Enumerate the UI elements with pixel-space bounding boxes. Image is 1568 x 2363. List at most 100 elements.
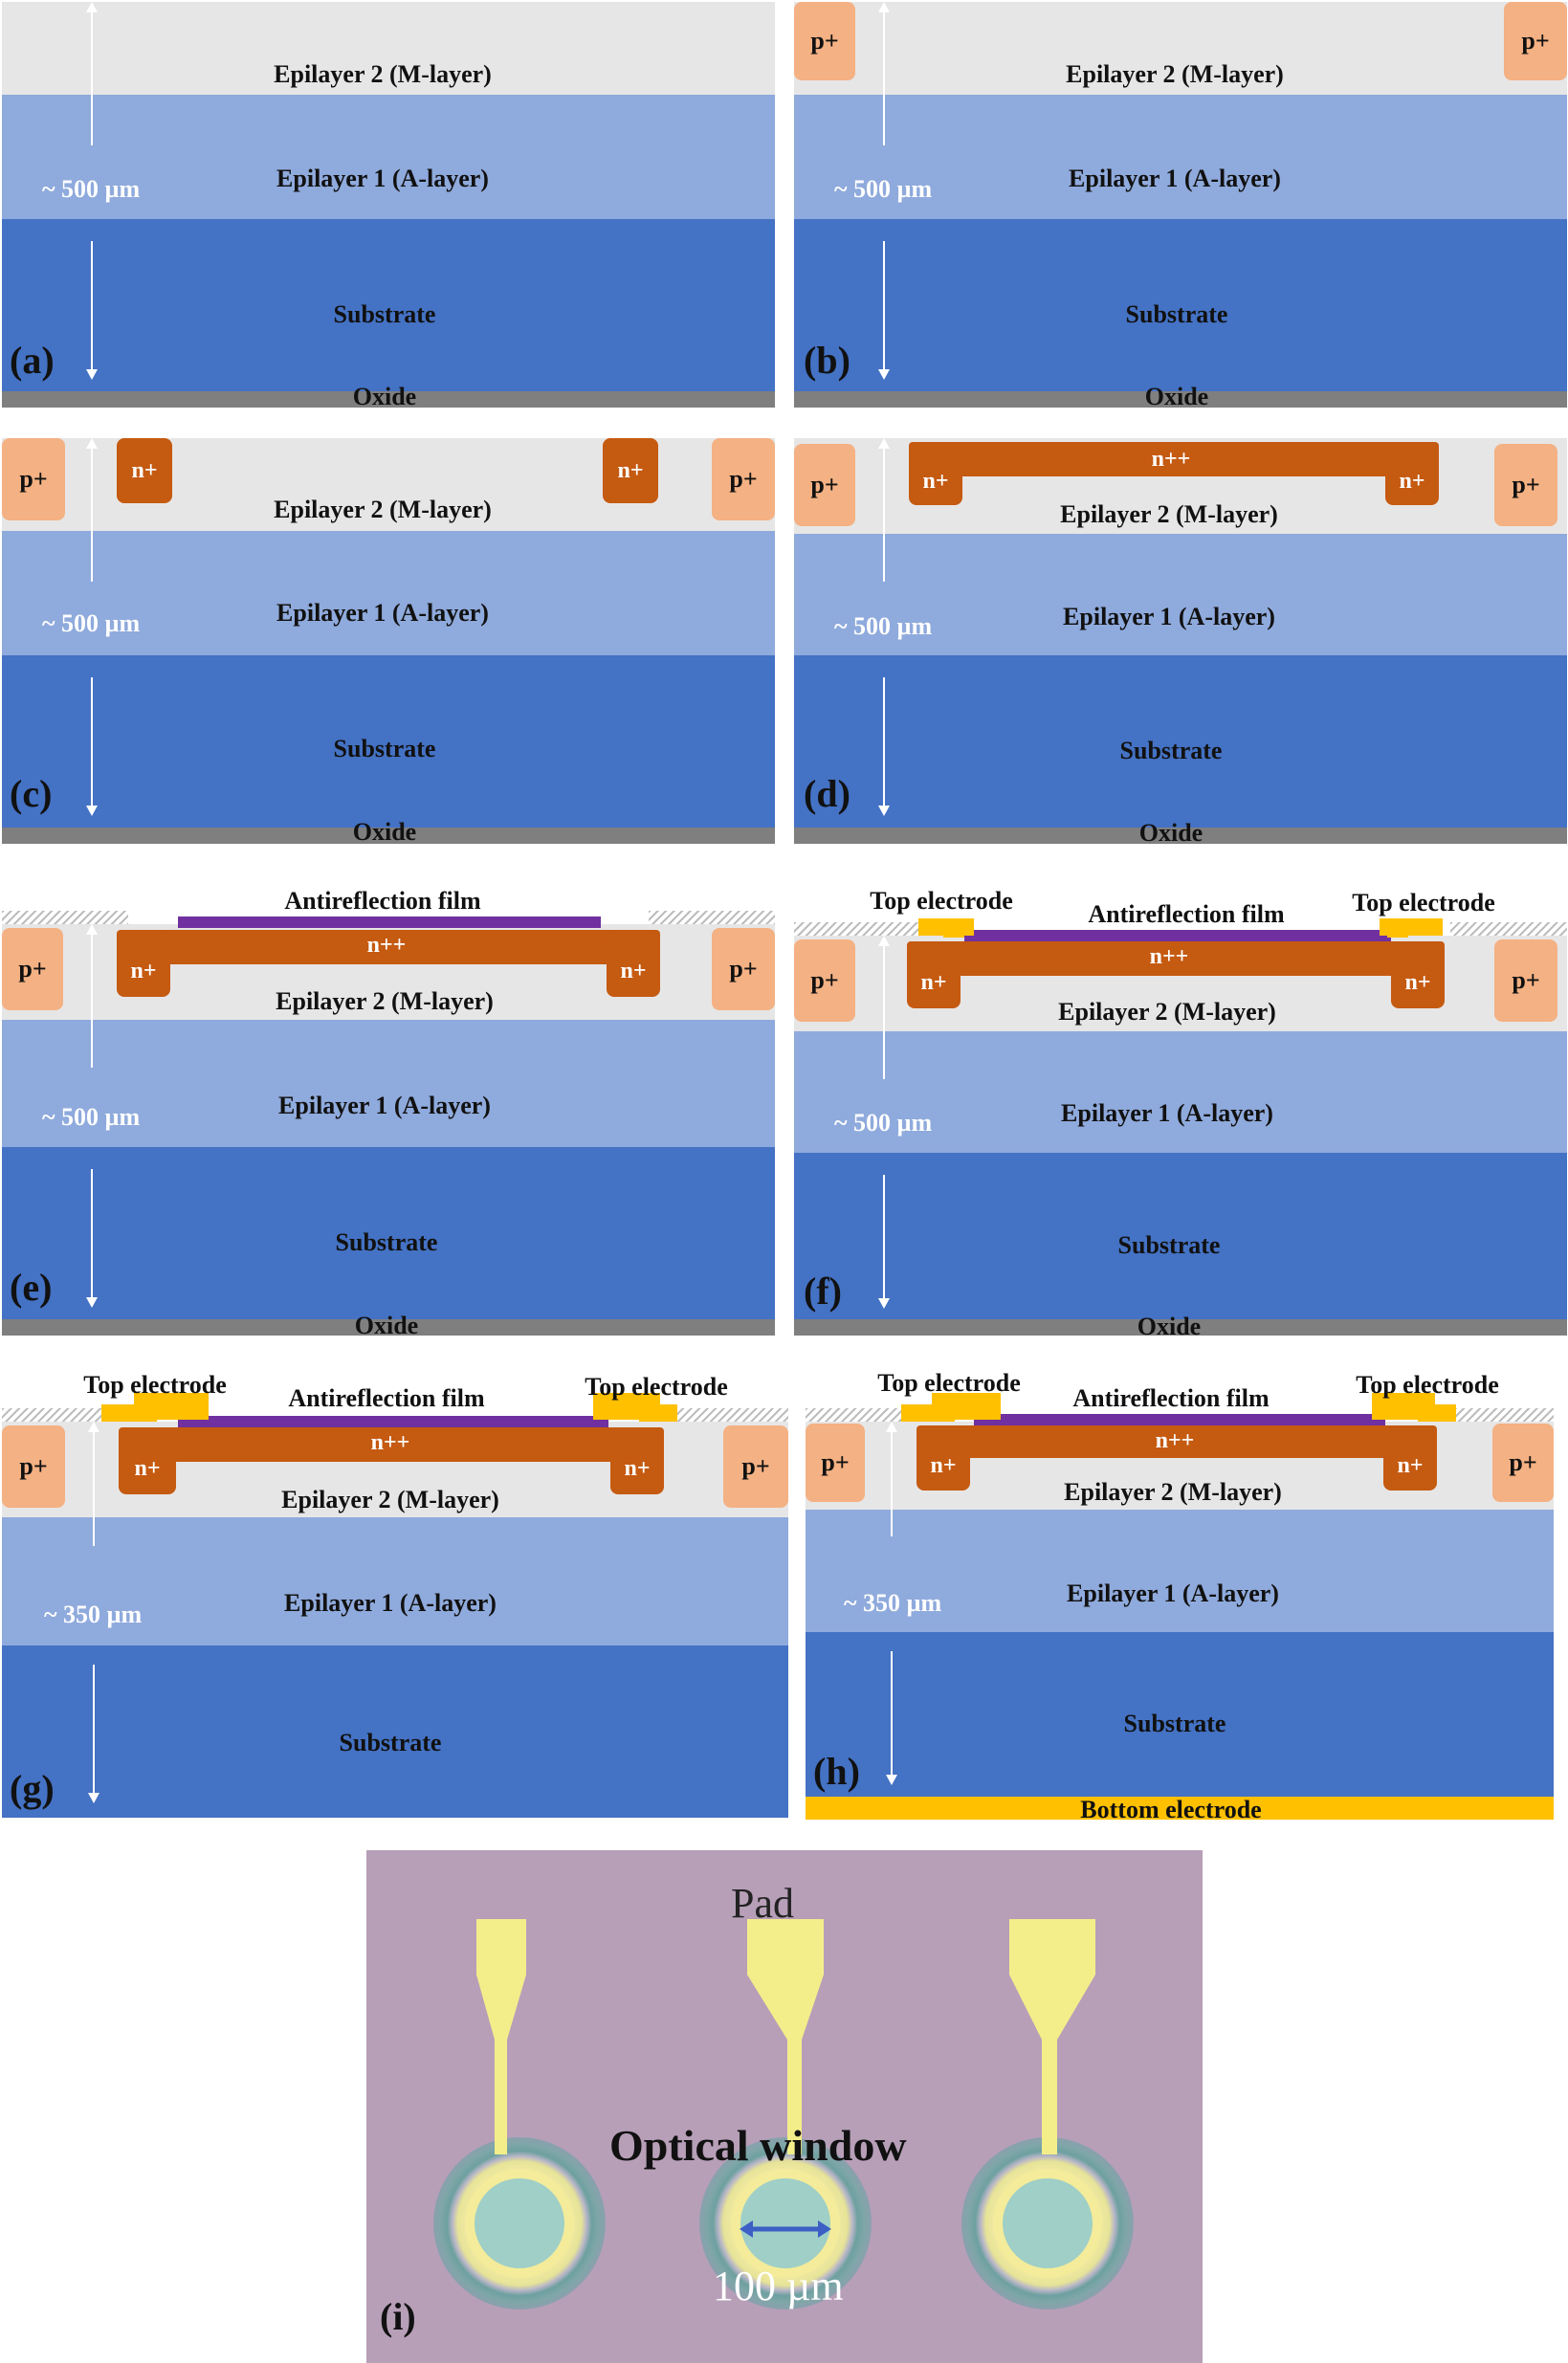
hatch-right bbox=[666, 1408, 788, 1422]
hatch-left bbox=[2, 911, 128, 924]
thickness-arrow-up bbox=[88, 1422, 99, 1546]
top-electrode-left-stem bbox=[932, 1393, 1001, 1420]
thickness-arrow-up bbox=[878, 936, 890, 1079]
thickness-arrow-up bbox=[86, 924, 98, 1068]
n-plus-plus-region bbox=[907, 941, 1445, 976]
antireflection-film bbox=[178, 1416, 608, 1427]
oxide-label: Oxide bbox=[1137, 1313, 1202, 1336]
n-plus-region-left: n+ bbox=[907, 941, 961, 1008]
thickness-arrow-down bbox=[86, 677, 98, 816]
n-plus-region-left: n+ bbox=[909, 442, 962, 505]
n-plus-plus-label: n++ bbox=[366, 933, 407, 958]
thickness-arrow-up bbox=[886, 1422, 897, 1536]
thickness-label: ~ 350 µm bbox=[44, 1601, 143, 1628]
bottom-electrode-layer bbox=[806, 1797, 1554, 1820]
epilayer1-label: Epilayer 1 (A-layer) bbox=[1069, 165, 1281, 192]
n-plus-plus-region bbox=[117, 930, 660, 964]
epilayer2-label: Epilayer 2 (M-layer) bbox=[1066, 60, 1284, 88]
panel-letter: (e) bbox=[10, 1266, 53, 1309]
panel-letter: (d) bbox=[804, 772, 850, 815]
antireflection-label: Antireflection film bbox=[1088, 900, 1285, 928]
antireflection-film bbox=[964, 930, 1391, 941]
panel-a: Epilayer 2 (M-layer) Epilayer 1 (A-layer… bbox=[2, 2, 775, 408]
epilayer1-layer bbox=[2, 531, 775, 655]
micrograph-panel: Pad Optical window 100 µm (i) bbox=[366, 1850, 1203, 2363]
thickness-arrow-up bbox=[878, 2, 890, 145]
thickness-arrow-down bbox=[878, 241, 890, 380]
hatch-left bbox=[806, 1408, 901, 1422]
device-center bbox=[699, 1919, 872, 2309]
thickness-arrow-down bbox=[886, 1651, 897, 1785]
oxide-label: Oxide bbox=[352, 818, 417, 845]
antireflection-label: Antireflection film bbox=[1072, 1384, 1270, 1412]
epilayer2-label: Epilayer 2 (M-layer) bbox=[1058, 998, 1276, 1026]
n-plus-region-right: n+ bbox=[1391, 941, 1445, 1008]
panel-letter: (c) bbox=[10, 772, 53, 815]
epilayer1-layer bbox=[2, 1020, 775, 1147]
hatch-left bbox=[2, 1408, 101, 1422]
epilayer1-label: Epilayer 1 (A-layer) bbox=[284, 1589, 497, 1617]
substrate-layer bbox=[2, 1645, 788, 1818]
oxide-label: Oxide bbox=[1138, 819, 1204, 845]
p-plus-region-right: p+ bbox=[1504, 2, 1567, 80]
hatch-left bbox=[794, 922, 918, 936]
top-electrode-label-right: Top electrode bbox=[585, 1373, 728, 1401]
oxide-label: Oxide bbox=[352, 383, 417, 409]
n-plus-plus-region bbox=[119, 1427, 664, 1462]
thickness-arrow-up bbox=[86, 2, 98, 145]
oxide-label: Oxide bbox=[1144, 383, 1209, 409]
epilayer2-label: Epilayer 2 (M-layer) bbox=[274, 60, 492, 88]
panel-letter: (f) bbox=[804, 1270, 842, 1313]
hatch-right bbox=[1447, 1408, 1554, 1422]
top-electrode-label-left: Top electrode bbox=[83, 1371, 227, 1399]
antireflection-film bbox=[974, 1414, 1385, 1425]
panel-d: p+ p+ n++ n+ n+ Epilayer 2 (M-layer) Epi… bbox=[794, 438, 1567, 844]
scale-arrow bbox=[740, 2220, 831, 2238]
n-plus-plus-region bbox=[909, 442, 1439, 476]
p-plus-region-right: p+ bbox=[1494, 939, 1557, 1022]
thickness-label: ~ 500 µm bbox=[42, 1103, 141, 1131]
thickness-label: ~ 500 µm bbox=[42, 609, 141, 637]
panel-g: Top electrode Top electrode Antireflecti… bbox=[2, 1366, 788, 1818]
oxide-layer bbox=[794, 1319, 1567, 1336]
device-left bbox=[433, 1919, 606, 2309]
substrate-layer bbox=[2, 1147, 775, 1319]
epilayer2-label: Epilayer 2 (M-layer) bbox=[276, 987, 494, 1015]
epilayer1-layer bbox=[2, 1517, 788, 1645]
thickness-label: ~ 500 µm bbox=[42, 175, 141, 203]
panel-h: Bottom electrode Top electrode Top elect… bbox=[806, 1366, 1554, 1820]
antireflection-film bbox=[178, 916, 601, 928]
substrate-layer bbox=[794, 219, 1567, 391]
panel-c: p+ p+ n+ n+ Epilayer 2 (M-layer) Epilaye… bbox=[2, 438, 775, 844]
thickness-arrow-down bbox=[86, 1169, 98, 1308]
n-plus-plus-label: n++ bbox=[1149, 944, 1189, 969]
epilayer2-layer bbox=[794, 2, 1567, 95]
oxide-layer bbox=[2, 391, 775, 408]
substrate-layer bbox=[794, 1153, 1567, 1319]
substrate-layer bbox=[2, 219, 775, 391]
substrate-layer bbox=[2, 655, 775, 828]
thickness-label: ~ 500 µm bbox=[834, 175, 933, 203]
hatch-right bbox=[649, 911, 775, 924]
n-plus-region-left: n+ bbox=[117, 930, 170, 997]
oxide-layer bbox=[2, 1319, 775, 1336]
n-plus-region-left: n+ bbox=[117, 438, 172, 503]
epilayer1-label: Epilayer 1 (A-layer) bbox=[1063, 603, 1275, 630]
epilayer2-label: Epilayer 2 (M-layer) bbox=[281, 1486, 499, 1513]
top-electrode-right-stem bbox=[1418, 1404, 1456, 1422]
antireflection-label: Antireflection film bbox=[288, 1384, 485, 1412]
n-plus-plus-label: n++ bbox=[1151, 447, 1191, 472]
top-electrode-left-stem bbox=[134, 1393, 209, 1420]
epilayer1-label: Epilayer 1 (A-layer) bbox=[1061, 1099, 1273, 1127]
panel-letter: (h) bbox=[813, 1750, 860, 1793]
p-plus-region-right: p+ bbox=[723, 1425, 788, 1508]
top-electrode-label-right: Top electrode bbox=[1356, 1371, 1499, 1399]
thickness-arrow-down bbox=[86, 241, 98, 380]
panel-letter: (b) bbox=[804, 339, 850, 382]
n-plus-region-right: n+ bbox=[607, 930, 660, 997]
top-electrode-label-left: Top electrode bbox=[877, 1369, 1021, 1397]
thickness-arrow-up bbox=[86, 438, 98, 582]
panel-letter: (g) bbox=[10, 1767, 55, 1810]
top-electrode-label-right: Top electrode bbox=[1352, 889, 1495, 916]
epilayer1-layer bbox=[2, 95, 775, 219]
